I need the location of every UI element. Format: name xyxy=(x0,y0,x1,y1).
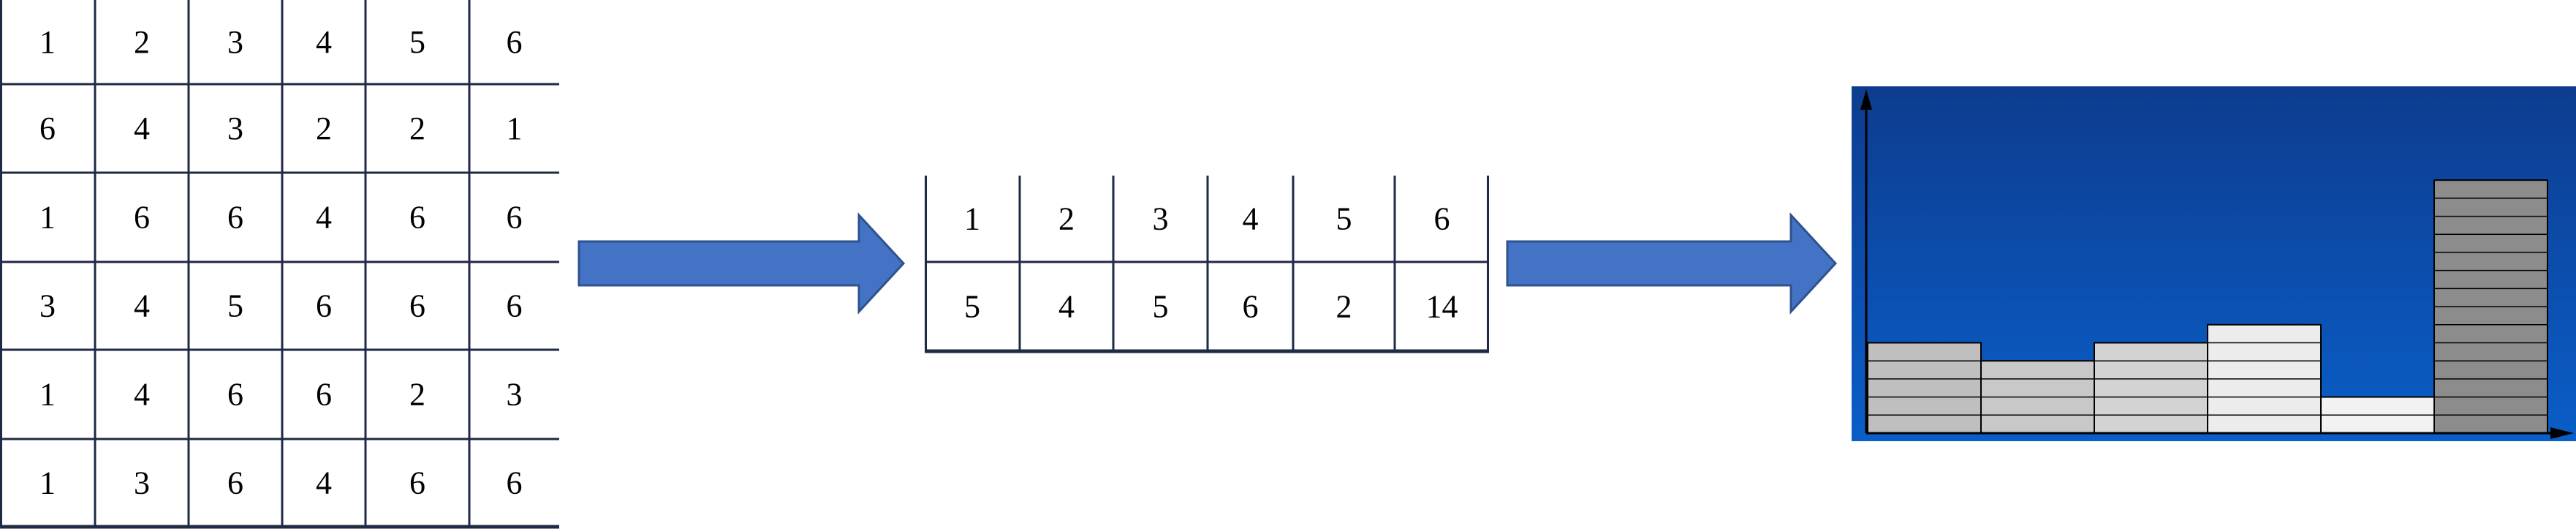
dice-roll-value: 6 xyxy=(409,200,425,236)
dice-roll-value: 4 xyxy=(316,24,332,60)
dice-roll-value: 3 xyxy=(227,24,243,60)
y-axis-arrowhead-icon xyxy=(1860,89,1872,110)
dice-roll-value: 3 xyxy=(507,377,523,413)
dice-roll-value: 2 xyxy=(409,110,425,146)
dice-roll-value: 6 xyxy=(227,200,243,236)
dice-roll-value: 4 xyxy=(134,377,150,413)
dice-roll-value: 6 xyxy=(227,377,243,413)
dice-roll-value: 2 xyxy=(409,377,425,413)
frequency-table-cells: 1 2 3 4 5 6 5 4 5 6 2 14 xyxy=(964,201,1458,325)
dice-roll-value: 2 xyxy=(134,24,150,60)
dice-roll-value: 5 xyxy=(227,288,243,324)
bar xyxy=(2207,323,2322,434)
dice-roll-value: 4 xyxy=(316,465,332,501)
face-count: 6 xyxy=(1243,289,1259,325)
bar-rect xyxy=(1867,342,1982,434)
dice-roll-value: 3 xyxy=(227,110,243,146)
face-count: 14 xyxy=(1426,289,1458,325)
dice-roll-value: 4 xyxy=(134,110,150,146)
dice-roll-value: 6 xyxy=(507,24,523,60)
chart-axes xyxy=(1860,89,2574,439)
dice-roll-value: 1 xyxy=(507,110,523,146)
face-value: 1 xyxy=(964,201,980,237)
dice-rolls-grid-cells: 1 2 3 4 5 6 6 4 3 2 2 1 1 6 6 4 6 6 3 4 5 6 6 6 1 4 6 6 2 3 1 3 6 4 6 6 xyxy=(39,24,523,501)
bar xyxy=(2433,179,2548,435)
frequency-table-lines xyxy=(925,176,1489,353)
dice-roll-value: 1 xyxy=(39,24,56,60)
right-arrow-icon xyxy=(577,212,906,315)
dice-roll-value: 6 xyxy=(316,377,332,413)
dice-roll-value: 1 xyxy=(39,200,56,236)
dice-roll-value: 4 xyxy=(316,200,332,236)
right-arrow-icon xyxy=(1506,212,1838,315)
dice-roll-value: 6 xyxy=(316,288,332,324)
face-count: 5 xyxy=(964,289,980,325)
chart-bars xyxy=(1867,179,2548,435)
dice-roll-value: 6 xyxy=(507,200,523,236)
face-count: 2 xyxy=(1336,289,1352,325)
bar xyxy=(2320,396,2435,434)
dice-roll-value: 6 xyxy=(409,465,425,501)
dice-rolls-grid: 1 2 3 4 5 6 6 4 3 2 2 1 1 6 6 4 6 6 3 4 5 6 6 6 1 4 6 6 2 3 1 3 6 4 6 6 xyxy=(0,0,559,529)
dice-roll-value: 1 xyxy=(39,465,56,501)
bar xyxy=(2094,342,2208,434)
dice-roll-value: 6 xyxy=(507,465,523,501)
dice-roll-value: 6 xyxy=(227,465,243,501)
x-axis-arrowhead-icon xyxy=(2550,427,2574,439)
dice-roll-value: 4 xyxy=(134,288,150,324)
frequency-bar-chart xyxy=(1852,86,2576,441)
face-count: 4 xyxy=(1058,289,1075,325)
face-value: 5 xyxy=(1336,201,1352,237)
dice-roll-value: 6 xyxy=(134,200,150,236)
bar xyxy=(1980,360,2095,434)
dice-roll-value: 3 xyxy=(39,288,56,324)
face-count: 5 xyxy=(1153,289,1169,325)
bar-rect xyxy=(2094,342,2208,434)
dice-roll-value: 2 xyxy=(316,110,332,146)
dice-roll-value: 5 xyxy=(409,24,425,60)
face-value: 4 xyxy=(1243,201,1259,237)
dice-roll-value: 6 xyxy=(39,110,56,146)
dice-roll-value: 6 xyxy=(409,288,425,324)
bar xyxy=(1867,342,1982,434)
face-value: 3 xyxy=(1153,201,1169,237)
frequency-table: 1 2 3 4 5 6 5 4 5 6 2 14 xyxy=(925,176,1489,353)
face-value: 6 xyxy=(1434,201,1450,237)
face-value: 2 xyxy=(1058,201,1075,237)
dice-roll-value: 1 xyxy=(39,377,56,413)
dice-roll-value: 6 xyxy=(507,288,523,324)
dice-roll-value: 3 xyxy=(134,465,150,501)
dice-rolls-grid-lines xyxy=(0,0,559,529)
